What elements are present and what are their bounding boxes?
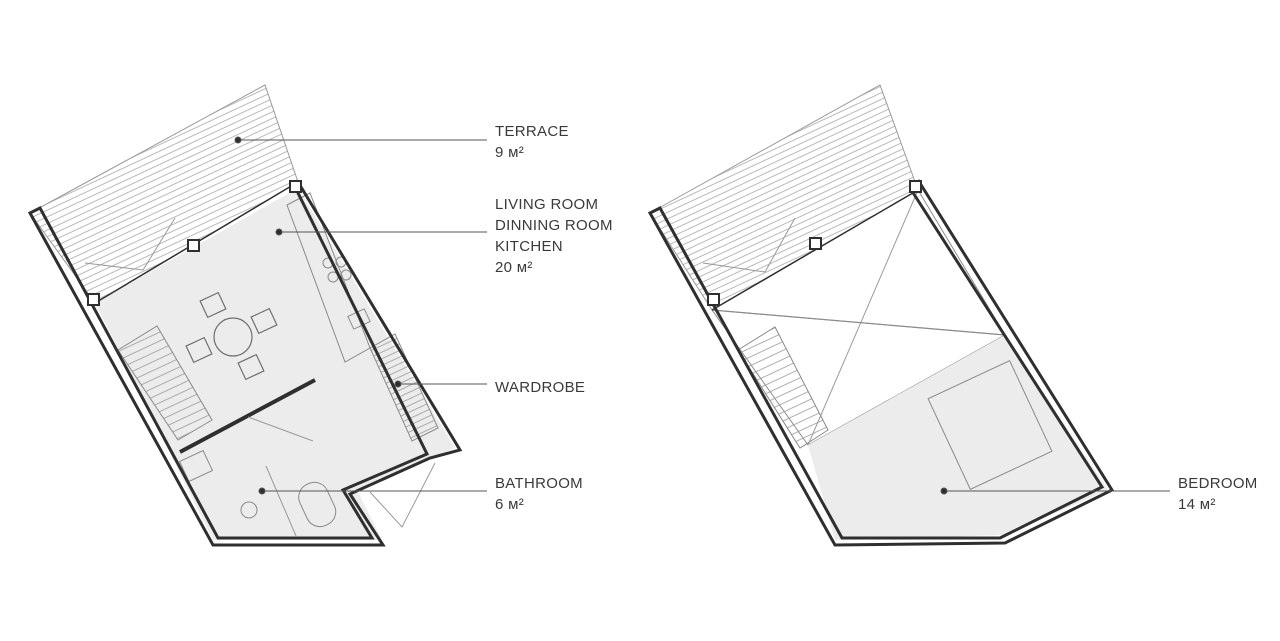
bathroom-partition xyxy=(179,378,316,454)
terrace-door-swing xyxy=(84,217,176,271)
bedroom-floor xyxy=(808,335,1108,540)
terrace-label: TERRACE 9 м² xyxy=(495,121,569,163)
lower-stairs xyxy=(117,325,213,441)
upper-door-swing xyxy=(702,217,796,273)
bathroom-name: BATHROOM xyxy=(495,475,583,492)
column-icon xyxy=(809,237,822,250)
void-cross-b xyxy=(807,189,919,446)
door-swing xyxy=(247,416,314,442)
bedroom-label: BEDROOM 14 м² xyxy=(1178,473,1258,515)
column-icon xyxy=(289,180,302,193)
balustrade xyxy=(711,309,1006,336)
bathroom-label: BATHROOM 6 м² xyxy=(495,473,583,515)
living-area: 20 м² xyxy=(495,259,533,276)
terrace-area: 9 м² xyxy=(495,144,525,161)
bathroom-area: 6 м² xyxy=(495,496,525,513)
bed-icon xyxy=(927,360,1053,490)
living-room-label: LIVING ROOM DINNING ROOM KITCHEN 20 м² xyxy=(495,194,613,278)
dining-set-icon xyxy=(185,291,278,381)
upper-stairs xyxy=(737,326,829,449)
column-icon xyxy=(187,239,200,252)
wardrobe-unit xyxy=(369,333,439,442)
living-room-name: LIVING ROOM xyxy=(495,196,599,213)
lower-exterior-wall xyxy=(27,181,463,547)
column-icon xyxy=(909,180,922,193)
toilet-icon xyxy=(240,501,258,519)
wardrobe-name: WARDROBE xyxy=(495,379,586,396)
bedroom-area: 14 м² xyxy=(1178,496,1216,513)
lower-floor-plan xyxy=(27,84,463,547)
leader-lines xyxy=(234,136,1170,495)
bathtub-icon xyxy=(298,481,337,528)
living-floor xyxy=(95,188,455,540)
column-icon xyxy=(87,293,100,306)
bedroom-name: BEDROOM xyxy=(1178,475,1258,492)
shower-screen xyxy=(265,465,297,537)
kitchen-name: KITCHEN xyxy=(495,238,563,255)
kitchen-counter xyxy=(286,192,371,363)
dining-room-name: DINNING ROOM xyxy=(495,217,613,234)
entrance-door-swing xyxy=(369,462,436,528)
column-icon xyxy=(707,293,720,306)
terrace-name: TERRACE xyxy=(495,123,569,140)
wardrobe-label: WARDROBE xyxy=(495,377,585,398)
bathroom-vanity-icon xyxy=(178,449,214,483)
upper-exterior-wall xyxy=(647,179,1115,547)
upper-floor-plan xyxy=(647,84,1115,547)
